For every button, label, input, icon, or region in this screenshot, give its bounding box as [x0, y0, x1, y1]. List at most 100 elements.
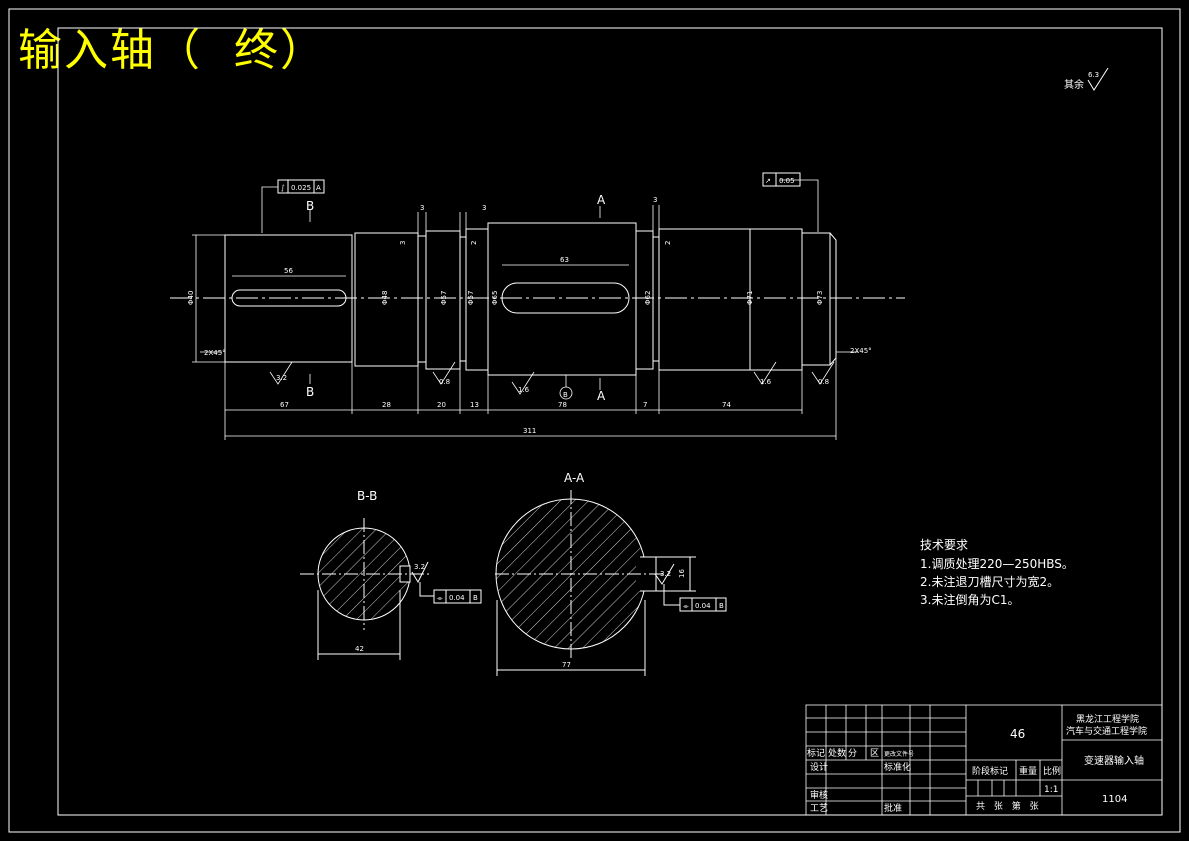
- tb-school-1: 黑龙江工程学院: [1076, 713, 1139, 725]
- dim-seg-4: 13: [470, 401, 479, 409]
- tol-tr-value: 0.05: [779, 177, 795, 185]
- tb-scale: 比例: [1043, 765, 1061, 777]
- shaft-view: [170, 222, 905, 376]
- dim-small-2: 3: [482, 204, 486, 212]
- tb-standard: 标准化: [884, 761, 911, 773]
- tech-requirements: 技术要求 1.调质处理220—250HBS。 2.未注退刀槽尺寸为宽2。 3.未…: [920, 538, 1074, 607]
- roughness-note: 其余 6.3: [1064, 67, 1109, 91]
- chamfer-right: 2X45°: [850, 347, 872, 355]
- tol-bb-value: 0.04: [449, 594, 465, 602]
- section-mark-a-top: A: [597, 193, 606, 207]
- tb-sheets: 共 张 第 张: [976, 800, 1042, 812]
- tol-aa-datum: B: [719, 602, 724, 610]
- shaft-seg-7: [487, 222, 637, 376]
- tb-drawing-no: 1104: [1102, 794, 1127, 805]
- section-aa-width: 77: [562, 661, 571, 669]
- section-aa-label: A-A: [564, 471, 585, 485]
- keyway-left: [231, 289, 347, 307]
- roughness-1: 3.2: [276, 374, 287, 382]
- section-mark-b-bottom: B: [306, 385, 314, 399]
- tb-rev-file: 更改文件号: [884, 750, 914, 758]
- shaft-seg-9: [652, 236, 660, 362]
- dim-total-length: 311: [523, 427, 536, 435]
- dim-small-1: 3: [420, 204, 424, 212]
- roughness-5: 0.8: [818, 378, 829, 386]
- tech-req-item-1: 1.调质处理220—250HBS。: [920, 557, 1074, 571]
- shaft-seg-1: [224, 234, 353, 363]
- tb-scale-value: 1:1: [1044, 785, 1058, 795]
- dia-2: Φ48: [381, 291, 389, 305]
- section-mark-b-top: B: [306, 199, 314, 213]
- datum-b-label: B: [563, 391, 568, 399]
- roughness-note-label: 其余: [1064, 78, 1084, 91]
- shaft-seg-11: [801, 232, 831, 366]
- dim-small-3: 3: [653, 196, 657, 204]
- dia-4: Φ57: [467, 291, 475, 305]
- title-block-text: 46 黑龙江工程学院 汽车与交通工程学院 变速器输入轴 1104 标记 处数 分…: [807, 713, 1147, 814]
- tb-review: 审核: [810, 789, 828, 801]
- tb-rev-count: 处数: [828, 747, 846, 759]
- dia-6: Φ62: [644, 291, 652, 305]
- dim-small-6: 2: [664, 241, 672, 245]
- roughness-4: 1.6: [760, 378, 772, 386]
- dia-1: Φ40: [187, 291, 195, 305]
- title-block: [805, 704, 1163, 816]
- dia-5: Φ65: [491, 291, 499, 305]
- dim-keyway-right: 63: [560, 256, 569, 264]
- keyway-right: [501, 282, 630, 314]
- dim-keyway-left: 56: [284, 267, 293, 275]
- tb-rev-part: 分: [848, 748, 857, 759]
- tol-tl-symbol: ∫: [281, 184, 285, 192]
- section-aa-roughness: 3.2: [660, 570, 671, 578]
- tol-bb-symbol: ⌯: [437, 594, 443, 602]
- dim-small-4: 3: [399, 241, 407, 245]
- roughness-3: 1.6: [518, 386, 530, 394]
- dim-seg-2: 28: [382, 401, 391, 409]
- tol-aa-value: 0.04: [695, 602, 711, 610]
- roughness-2: 0.8: [439, 378, 450, 386]
- section-aa: A-A 77 16 3.2 ⌯ 0.04 B: [495, 471, 727, 676]
- section-aa-depth: 16: [678, 569, 686, 578]
- dia-3: Φ57: [440, 291, 448, 305]
- tol-aa-symbol: ⌯: [683, 602, 689, 610]
- inner-border: [57, 27, 1163, 816]
- tol-tr-symbol: ↗: [765, 177, 771, 185]
- shaft-seg-10: [658, 228, 803, 371]
- tb-process: 工艺: [810, 803, 828, 814]
- tech-req-item-2: 2.未注退刀槽尺寸为宽2。: [920, 574, 1059, 589]
- tb-approve: 批准: [884, 802, 902, 814]
- dim-seg-5: 78: [558, 401, 567, 409]
- shaft-dim-labels: 67 28 20 13 78 7 74 311 56 63 2X45° 2X45…: [187, 193, 872, 435]
- section-mark-a-bottom: A: [597, 389, 606, 403]
- tb-school-2: 汽车与交通工程学院: [1066, 725, 1147, 737]
- chamfer-left: 2X45°: [204, 349, 226, 357]
- tol-tl-datum: A: [316, 184, 321, 192]
- section-bb-roughness: 3.2: [414, 563, 425, 571]
- tech-req-item-3: 3.未注倒角为C1。: [920, 592, 1019, 607]
- tol-bb-datum: B: [473, 594, 478, 602]
- drawing-title: 输入轴（ 终）: [18, 25, 326, 76]
- tol-frame-top-left: ∫ 0.025 A: [277, 179, 325, 194]
- dim-seg-6: 7: [643, 401, 647, 409]
- dim-seg-7: 74: [722, 401, 731, 409]
- tb-weight: 重量: [1019, 765, 1037, 777]
- dia-8: Φ73: [816, 291, 824, 305]
- outer-border: [8, 8, 1181, 833]
- shaft-end-chamfer: [829, 232, 837, 366]
- roughness-note-value: 6.3: [1088, 71, 1099, 79]
- shaft-dimensions: [192, 179, 858, 440]
- dim-seg-1: 67: [280, 401, 289, 409]
- tol-tl-value: 0.025: [291, 184, 311, 192]
- section-bb-width: 42: [355, 645, 364, 653]
- shaft-seg-3: [417, 235, 427, 363]
- section-bb-label: B-B: [357, 489, 377, 503]
- section-bb: B-B 42 3.2 ⌯ 0.04 B: [300, 489, 482, 660]
- tol-frame-top-right: ↗ 0.05: [762, 172, 801, 187]
- tb-design: 设计: [810, 761, 828, 773]
- tb-rev-mark: 标记: [807, 747, 825, 759]
- tech-req-heading: 技术要求: [920, 538, 968, 552]
- tb-rev-zone: 区: [870, 748, 879, 759]
- tb-material: 46: [1010, 727, 1025, 741]
- shaft-seg-5: [459, 236, 467, 362]
